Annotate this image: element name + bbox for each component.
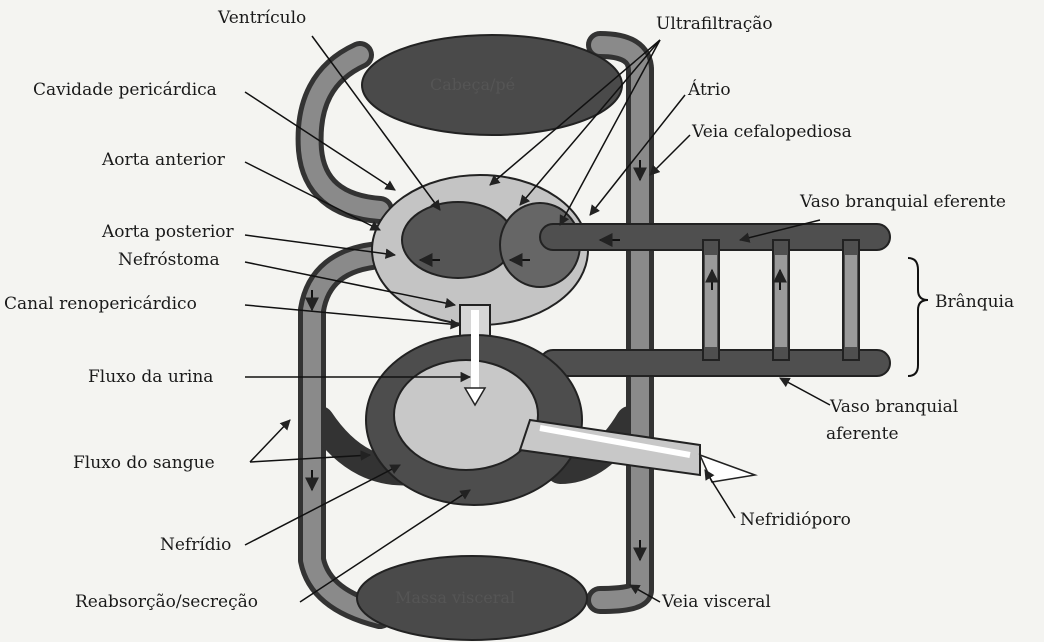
label-canal-renopericardico: Canal renopericárdico bbox=[4, 294, 197, 314]
label-nefridio: Nefrídio bbox=[160, 535, 231, 555]
label-vaso-branquial-aferente-2: aferente bbox=[826, 424, 899, 444]
label-branquia: Brânquia bbox=[935, 292, 1014, 312]
gill-brace bbox=[908, 258, 928, 376]
label-vaso-branquial-eferente: Vaso branquial eferente bbox=[800, 192, 1006, 212]
label-aorta-anterior: Aorta anterior bbox=[102, 150, 225, 170]
label-ultrafiltracao: Ultrafiltração bbox=[656, 14, 773, 34]
ventricle bbox=[402, 202, 514, 278]
label-aorta-posterior: Aorta posterior bbox=[102, 222, 234, 242]
label-veia-visceral: Veia visceral bbox=[662, 592, 771, 612]
label-nefrostoma: Nefróstoma bbox=[118, 250, 220, 270]
visceral-mass-label: Massa visceral bbox=[395, 588, 515, 607]
label-vaso-branquial-aferente-1: Vaso branquial bbox=[830, 397, 958, 417]
head-foot-label: Cabeça/pé bbox=[430, 75, 515, 94]
label-veia-cefalopediosa: Veia cefalopediosa bbox=[692, 122, 852, 142]
label-nefridioporo: Nefridióporo bbox=[740, 510, 851, 530]
label-atrio: Átrio bbox=[688, 80, 731, 100]
label-ventriculo: Ventrículo bbox=[218, 8, 306, 28]
label-fluxo-urina: Fluxo da urina bbox=[88, 367, 213, 387]
label-reabsorcao: Reabsorção/secreção bbox=[75, 592, 258, 612]
label-fluxo-sangue: Fluxo do sangue bbox=[73, 453, 215, 473]
label-cavidade-pericardica: Cavidade pericárdica bbox=[33, 80, 217, 100]
gill-inner bbox=[705, 255, 857, 347]
